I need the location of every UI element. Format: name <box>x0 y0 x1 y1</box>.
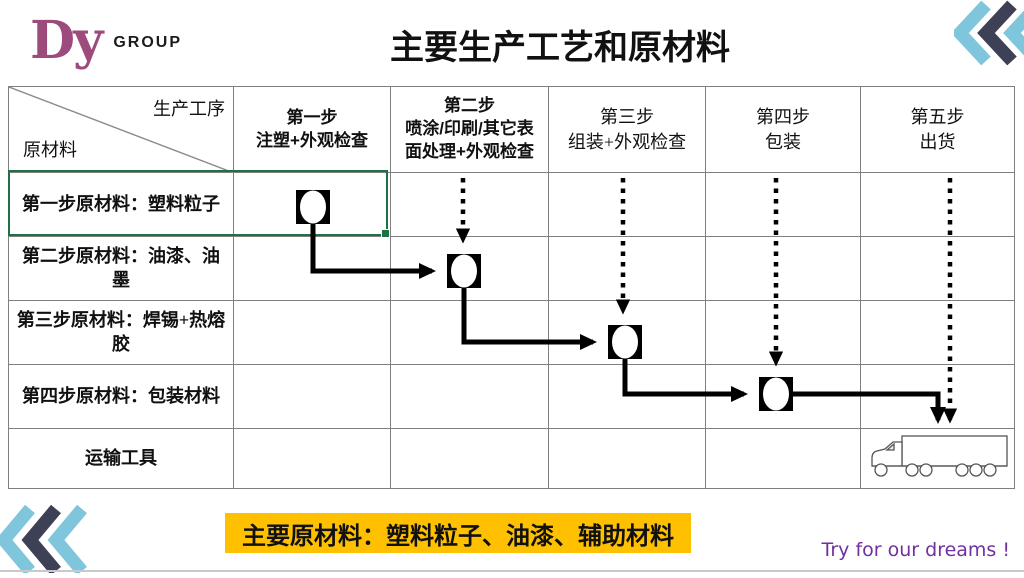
row-header-material4: 第四步原材料：包装材料 <box>9 365 234 429</box>
column-header-step1: 第一步 注塑+外观检查 <box>234 87 391 173</box>
company-logo: Dy GROUP <box>30 12 182 70</box>
column-header-step2: 第二步 喷涂/印刷/其它表 面处理+外观检查 <box>391 87 549 173</box>
triple-chevron-left-icon <box>0 505 87 573</box>
corner-header-cell: 生产工序 原材料 <box>9 87 234 173</box>
table-cell <box>234 173 391 237</box>
key-materials-banner: 主要原材料：塑料粒子、油漆、辅助材料 <box>225 513 691 553</box>
table-cell <box>391 173 549 237</box>
table-cell <box>549 173 706 237</box>
process-matrix-table: 生产工序 原材料 第一步 注塑+外观检查 第二步 喷涂/印刷/其它表 面处理+外… <box>8 86 1015 489</box>
table-cell <box>861 237 1015 301</box>
table-cell <box>391 429 549 489</box>
table-cell <box>861 301 1015 365</box>
column-header-step5: 第五步 出货 <box>861 87 1015 173</box>
table-cell <box>549 365 706 429</box>
table-cell <box>391 301 549 365</box>
table-cell <box>706 173 861 237</box>
row-header-material3: 第三步原材料：焊锡+热熔胶 <box>9 301 234 365</box>
corner-label-material: 原材料 <box>23 140 77 160</box>
column-header-step3: 第三步 组装+外观检查 <box>549 87 706 173</box>
page-title: 主要生产工艺和原材料 <box>390 30 730 67</box>
column-header-step4: 第四步 包装 <box>706 87 861 173</box>
row-header-material2: 第二步原材料：油漆、油墨 <box>9 237 234 301</box>
table-cell <box>549 237 706 301</box>
slogan-text: Try for our dreams ! <box>821 539 1010 561</box>
corner-label-process: 生产工序 <box>153 99 225 119</box>
table-cell <box>549 301 706 365</box>
table-cell <box>234 301 391 365</box>
row-header-material1: 第一步原材料：塑料粒子 <box>9 173 234 237</box>
table-cell <box>861 173 1015 237</box>
table-cell <box>234 237 391 301</box>
table-cell <box>706 365 861 429</box>
footer-divider <box>0 570 1024 572</box>
table-cell <box>234 365 391 429</box>
table-cell <box>706 429 861 489</box>
table-cell <box>391 365 549 429</box>
triple-chevron-left-icon <box>954 0 1024 66</box>
table-cell <box>861 429 1015 489</box>
table-cell <box>861 365 1015 429</box>
table-cell <box>391 237 549 301</box>
table-cell <box>706 237 861 301</box>
diagonal-divider <box>9 87 234 173</box>
table-cell <box>706 301 861 365</box>
row-header-transport: 运输工具 <box>9 429 234 489</box>
table-cell <box>234 429 391 489</box>
table-cell <box>549 429 706 489</box>
logo-suffix: GROUP <box>113 34 182 51</box>
logo-mark: Dy <box>30 10 103 71</box>
